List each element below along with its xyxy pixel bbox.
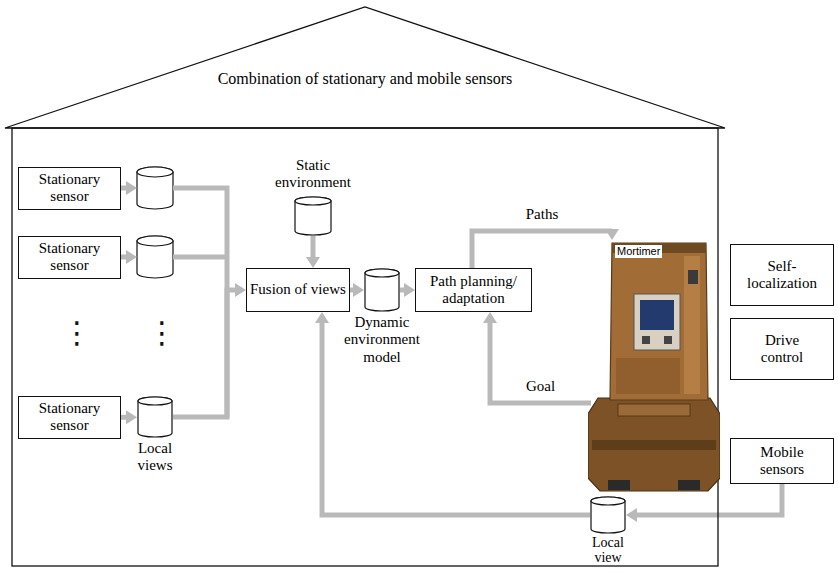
connector (472, 229, 619, 268)
house-roof (5, 7, 725, 128)
robot-base-band (592, 440, 716, 450)
process-box: Mobile sensors (730, 438, 834, 484)
cylinder-body (591, 497, 625, 533)
edge-label: Paths (524, 206, 561, 223)
ellipsis-mark: ⋮ (62, 318, 92, 348)
house-body (12, 128, 718, 566)
box-label: Stationary sensor (29, 240, 110, 275)
box-label: Stationary sensor (29, 400, 110, 435)
bus-line (173, 255, 227, 260)
house-heading: Combination of stationary and mobile sen… (155, 70, 575, 88)
robot-photo: Mortimer (588, 240, 720, 492)
arrowhead (626, 508, 637, 522)
store-label: Local view (581, 536, 635, 565)
arrowhead (315, 312, 329, 323)
data-store: Static environment (263, 157, 363, 236)
box-label: Mobile sensors (749, 444, 815, 479)
cylinder-outline (137, 396, 173, 438)
connector-line (311, 236, 316, 260)
robot-sheen (684, 256, 700, 394)
process-box: Drive control (730, 318, 834, 380)
sensor-store-1 (137, 167, 173, 209)
connector (306, 236, 320, 269)
connector (400, 283, 415, 297)
cylinder-body (137, 167, 173, 209)
cylinder-rim (137, 167, 173, 177)
connector-line (173, 290, 237, 417)
cylinder-rim (591, 497, 625, 505)
edge-label: Goal (524, 378, 557, 395)
arrowhead (483, 312, 497, 323)
cylinder-outline (590, 496, 626, 534)
connector (350, 283, 364, 297)
robot-sheen (616, 358, 680, 394)
robot-base (588, 398, 720, 491)
connector (315, 312, 590, 515)
cylinder-outline (294, 196, 332, 236)
robot-button (664, 336, 672, 344)
cylinder-body (295, 197, 331, 235)
process-box: Stationary sensor (18, 396, 121, 439)
box-label: Drive control (749, 332, 815, 367)
box-label: Path planning/ adaptation (424, 273, 523, 308)
cylinder-rim (365, 269, 399, 277)
robot-sensor (688, 270, 698, 284)
robot-wheel (608, 480, 630, 490)
connector (483, 312, 591, 403)
arrowhead (235, 283, 246, 297)
cylinder-body (365, 269, 399, 311)
robot-body (610, 243, 708, 400)
robot-screen (640, 300, 674, 330)
arrowhead (605, 229, 619, 240)
layout-arrowheads (126, 181, 137, 264)
box-label: Fusion of views (250, 281, 346, 298)
store-label: Local views (125, 440, 185, 475)
arrowhead (353, 283, 364, 297)
box-label: Self-localization (735, 258, 829, 293)
process-box: Fusion of views (246, 268, 350, 312)
arrowhead (126, 410, 137, 424)
process-box: Stationary sensor (18, 236, 121, 279)
arrowhead (126, 250, 137, 264)
process-box: Stationary sensor (18, 167, 121, 210)
cylinder-rim (137, 236, 173, 246)
robot-button (642, 336, 650, 344)
arrowhead (126, 181, 137, 195)
data-store: Local views (125, 396, 185, 475)
ellipsis-mark: ⋮ (147, 318, 177, 348)
robot-panel (634, 294, 680, 350)
store-label: Static environment (263, 157, 363, 192)
cylinder-outline (364, 268, 400, 312)
cylinder-rim (295, 197, 331, 205)
robot-name: Mortimer (615, 245, 662, 258)
cylinder-rim (138, 397, 172, 405)
cylinder-body (138, 397, 172, 437)
robot-front-strip (618, 404, 690, 416)
cylinder-body (137, 236, 173, 278)
sensor-store-2 (137, 236, 173, 278)
robot-illustration (588, 240, 720, 492)
arrowhead (404, 283, 415, 297)
box-label: Stationary sensor (29, 171, 110, 206)
arrowhead (306, 257, 320, 268)
store-label: Dynamic environment model (336, 314, 428, 366)
data-store: Local view (581, 496, 635, 565)
connector-line (490, 321, 591, 403)
bus-line (173, 188, 227, 417)
robot-wheel (678, 480, 700, 490)
layout-arrows (121, 188, 227, 417)
process-box: Self-localization (730, 244, 834, 306)
process-box: Path planning/ adaptation (415, 268, 532, 312)
connector-line (472, 231, 612, 268)
connector (121, 410, 137, 424)
connector (173, 283, 246, 417)
